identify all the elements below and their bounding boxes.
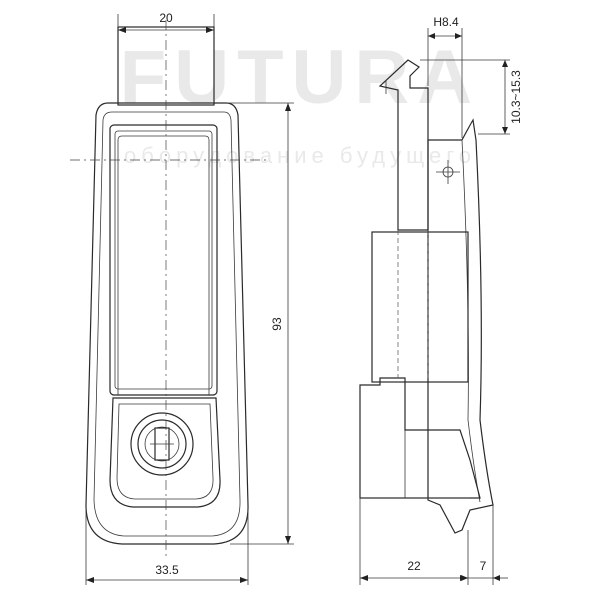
side-lower-section bbox=[359, 377, 481, 499]
front-lock-housing bbox=[109, 397, 221, 508]
dim-side-depth: 22 bbox=[359, 498, 469, 585]
dim-label-bottom-width: 33.5 bbox=[155, 563, 179, 577]
watermark-tagline: оборудование будущего bbox=[124, 143, 476, 168]
dim-hook-range: 10.3~15.3 bbox=[420, 59, 523, 135]
side-hook bbox=[378, 59, 429, 231]
dim-label-hook-range: 10.3~15.3 bbox=[509, 70, 523, 124]
dim-bottom-width: 33.5 bbox=[85, 510, 249, 585]
side-flange-inner bbox=[461, 139, 481, 503]
dim-label-side-depth: 22 bbox=[407, 559, 421, 573]
front-handle-plate bbox=[109, 124, 218, 396]
watermark-brand: FUTURA bbox=[120, 35, 480, 120]
dim-label-height: 93 bbox=[270, 317, 284, 331]
lock-cylinder-outer bbox=[130, 412, 194, 476]
dim-hook-height: H8.4 bbox=[427, 15, 463, 138]
dim-label-hook-height: H8.4 bbox=[433, 15, 459, 29]
front-outer-body bbox=[85, 102, 249, 545]
side-view bbox=[359, 59, 494, 534]
dim-top-width: 20 bbox=[117, 11, 215, 33]
dim-height: 93 bbox=[228, 102, 294, 545]
front-handle-inner bbox=[114, 130, 213, 390]
dim-label-flange: 7 bbox=[480, 559, 487, 573]
dim-label-top-width: 20 bbox=[159, 11, 173, 25]
front-lock-inner bbox=[116, 403, 214, 500]
side-flange bbox=[427, 118, 494, 534]
side-housing bbox=[371, 231, 469, 383]
lock-cylinder-ring bbox=[137, 419, 187, 469]
watermark: FUTURA оборудование будущего bbox=[120, 35, 480, 168]
front-handle-recess bbox=[117, 135, 210, 395]
front-inner-outline bbox=[93, 111, 241, 537]
front-view bbox=[70, 20, 266, 560]
dim-flange: 7 bbox=[461, 505, 508, 585]
lock-cylinder-inner bbox=[144, 426, 180, 462]
